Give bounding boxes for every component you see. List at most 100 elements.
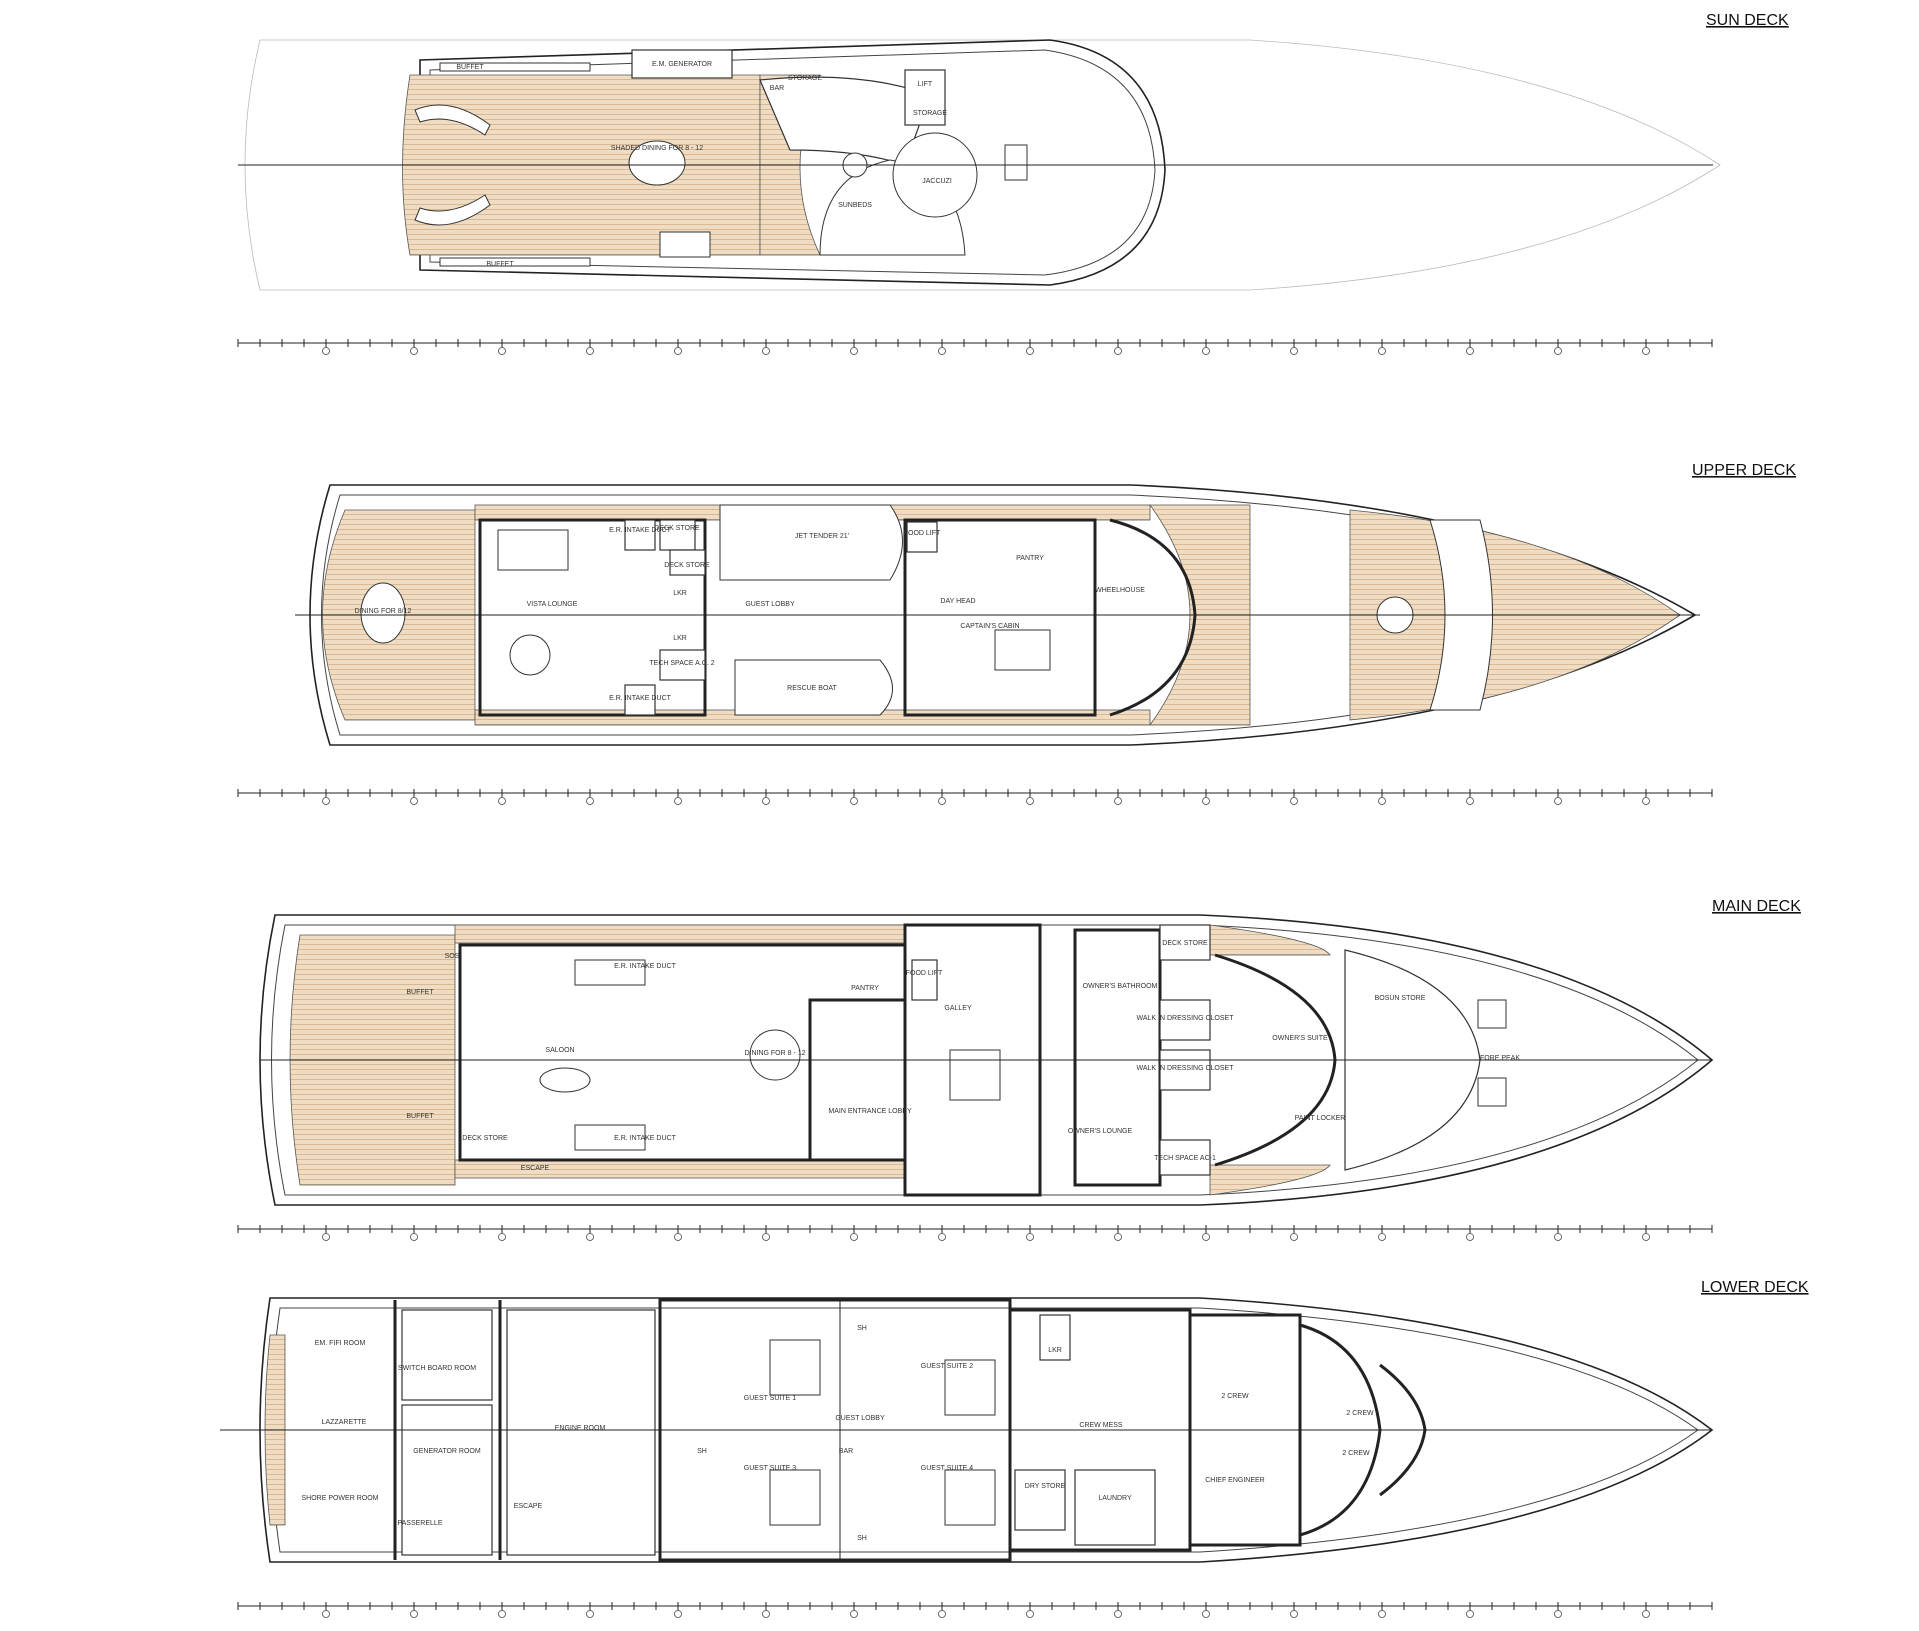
lower-crew-cabins-aft [1188,1313,1302,1547]
upper-room-label: E.R. INTAKE DUCT [609,695,671,702]
lower-room-label: SWITCH BOARD ROOM [398,1365,476,1372]
lower-crew-mess-zone [1008,1308,1192,1552]
main-room-label: WALK IN DRESSING CLOSET [1137,1065,1235,1072]
main-room-label: FORE PEAK [1480,1055,1520,1062]
lower-room-label: GUEST LOBBY [835,1415,885,1422]
sun-equipment-box [1004,144,1028,181]
sun-lounge-seat-bottom [414,194,491,226]
upper-room-label: LKR [673,635,687,642]
upper-frame-ruler [237,789,1713,805]
main-room-label: FOOD LIFT [906,970,943,977]
upper-room-label: TECH SPACE A.C. 2 [649,660,714,667]
main-owner-bath-walls [1073,928,1162,1187]
upper-room-label: VISTA LOUNGE [527,601,578,608]
main-saloon-sofa-top [574,959,646,986]
main-side-deck-top [454,924,906,944]
main-deck-inner-hull [271,924,1699,1196]
upper-room-label: PANTRY [1016,555,1044,562]
lower-room-label: ENGINE ROOM [555,1425,606,1432]
upper-food-lift [906,521,938,553]
lower-room-label: LKR [1048,1347,1062,1354]
lower-switchboard-room [401,1309,493,1401]
lower-room-label: SHORE POWER ROOM [301,1495,378,1502]
sun-room-label: STORAGE [913,110,947,117]
lower-room-label: LAZZARETTE [322,1419,367,1426]
main-room-label: DECK STORE [1162,940,1208,947]
sun-room-label: BAR [770,85,784,92]
sun-room-label: SHADED DINING FOR 8 - 12 [611,145,703,152]
upper-rescue-boat [734,659,893,716]
upper-captain-bed [994,629,1051,671]
main-deck-store-fwd [1159,924,1211,961]
lower-room-label: BAR [839,1448,853,1455]
upper-room-label: LKR [673,590,687,597]
upper-captain-walls [903,518,1097,717]
sun-deck-inner-hull [429,49,1156,276]
main-room-label: MAIN ENTRANCE LOBBY [828,1108,912,1115]
lower-room-label: 2 CREW [1342,1450,1370,1457]
upper-room-label: JET TENDER 21' [795,533,849,540]
lower-room-label: ESCAPE [514,1503,543,1510]
sun-buffet-top [439,62,591,72]
sun-stair [659,231,711,258]
main-dressing-closet-2 [1159,1049,1211,1091]
lower-room-label: PASSERELLE [397,1520,442,1527]
upper-round-table [509,634,551,676]
lower-guest-bed-4 [944,1469,996,1526]
lower-room-label: SH [857,1325,867,1332]
sun-deck-title: SUN DECK [1706,12,1789,29]
sun-dining-table [628,140,686,186]
lower-room-label: CHIEF ENGINEER [1205,1477,1265,1484]
sun-room-label: SUNBEDS [838,202,872,209]
sun-em-generator-block [631,49,733,79]
main-fore-peak-hatch-2 [1477,1077,1507,1107]
lower-room-label: 2 CREW [1221,1393,1249,1400]
main-room-label: BUFFET [406,989,434,996]
upper-room-label: WHEELHOUSE [1095,587,1145,594]
lower-room-label: SH [697,1448,707,1455]
sun-room-label: LIFT [918,81,933,88]
main-fore-peak-hatch-1 [1477,999,1507,1029]
upper-jet-tender [719,504,903,581]
main-room-label: DINING FOR 8 - 12 [744,1050,805,1057]
lower-guest-bed-1 [769,1339,821,1396]
lower-room-label: GUEST SUITE 4 [921,1465,973,1472]
main-room-label: OWNER'S BATHROOM [1083,983,1158,990]
lower-room-label: GUEST SUITE 1 [744,1395,796,1402]
main-room-label: SOS [445,953,460,960]
main-room-label: SALOON [545,1047,574,1054]
sun-room-label: BUFFET [456,64,484,71]
main-room-label: PAINT LOCKER [1295,1115,1346,1122]
upper-deck: UPPER DECK E.R. INTAKE DUC [237,462,1796,805]
sun-room-label: STORAGE [788,75,822,82]
lower-lkr [1039,1314,1071,1361]
upper-dining-table [360,582,406,644]
lower-engine-room [506,1309,656,1556]
upper-room-label: DAY HEAD [940,598,975,605]
upper-room-label: GUEST LOBBY [745,601,795,608]
upper-room-label: CAPTAIN'S CABIN [960,623,1019,630]
sun-jacuzzi [892,132,978,218]
sun-lift-storage [904,69,946,126]
lower-guest-bed-2 [944,1359,996,1416]
main-room-label: E.R. INTAKE DUCT [614,963,676,970]
lower-room-label: 2 CREW [1346,1410,1374,1417]
main-room-label: BOSUN STORE [1375,995,1426,1002]
lower-deck-title: LOWER DECK [1701,1279,1809,1296]
upper-room-label: RESCUE BOAT [787,685,837,692]
lower-room-label: CREW MESS [1079,1422,1123,1429]
lower-laundry [1074,1469,1156,1546]
main-dressing-closet-1 [1159,999,1211,1041]
main-dining-table [749,1029,801,1081]
upper-deck-store-2 [669,549,706,576]
main-room-label: GALLEY [944,1005,972,1012]
upper-room-label: DECK STORE [664,562,710,569]
main-deck-title: MAIN DECK [1712,898,1801,915]
main-food-lift [911,959,938,1001]
lower-deck: LOWER DECK EM. FIFI ROOM SWITCH BOARD RO… [220,1279,1809,1618]
main-room-label: BUFFET [406,1113,434,1120]
lower-dry-store [1014,1469,1066,1531]
main-frame-ruler [237,1225,1713,1241]
main-room-label: OWNER'S LOUNGE [1068,1128,1133,1135]
